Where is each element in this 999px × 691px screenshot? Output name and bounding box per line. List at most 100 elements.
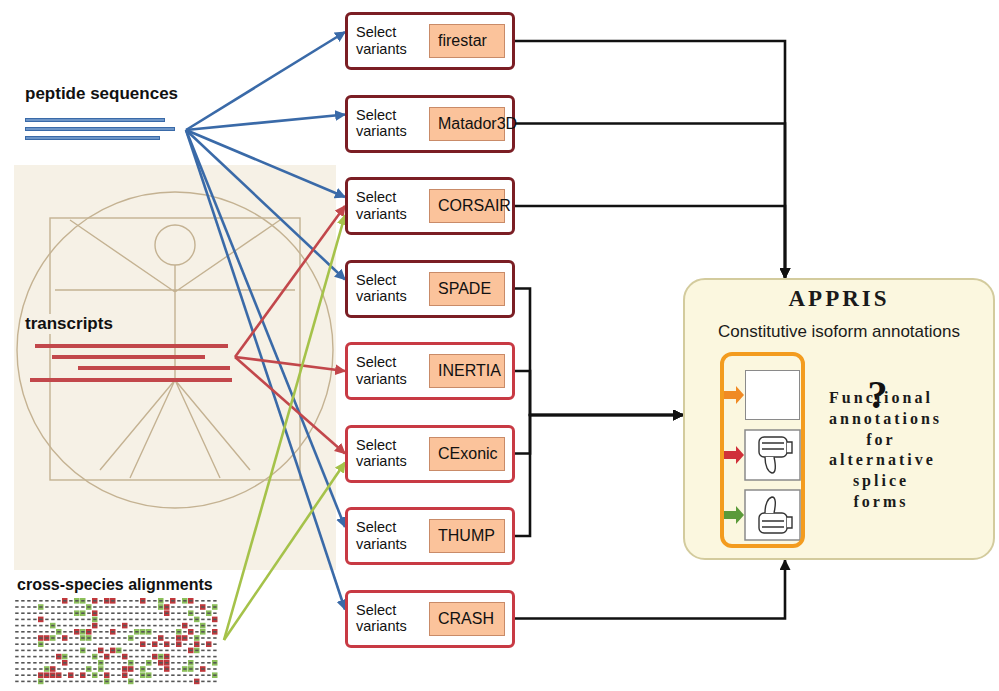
alignment-glyph bbox=[165, 637, 168, 639]
alignment-glyph bbox=[177, 681, 180, 683]
transcript-bar bbox=[78, 366, 230, 370]
alignment-cell bbox=[194, 648, 200, 654]
alignment-glyph bbox=[57, 662, 60, 664]
alignment-glyph bbox=[21, 612, 24, 614]
alignment-glyph bbox=[45, 650, 48, 652]
alignment-glyph bbox=[81, 668, 84, 670]
alignment-glyph bbox=[153, 631, 156, 633]
alignment-cell bbox=[194, 617, 200, 623]
alignment-cell bbox=[92, 617, 98, 623]
alignment-glyph bbox=[195, 650, 198, 652]
method-box: CORSAIR bbox=[429, 189, 505, 223]
alignment-cell bbox=[122, 672, 128, 678]
alignment-cell bbox=[194, 641, 200, 647]
alignment-cell bbox=[200, 629, 206, 635]
alignment-glyph bbox=[183, 625, 186, 627]
alignment-glyph bbox=[189, 662, 192, 664]
alignment-glyph bbox=[63, 668, 66, 670]
alignment-glyph bbox=[27, 674, 30, 676]
alignment-glyph bbox=[165, 650, 168, 652]
alignment-glyph bbox=[81, 662, 84, 664]
output-connector bbox=[515, 289, 683, 416]
alignment-cell bbox=[212, 617, 218, 623]
alignment-glyph bbox=[69, 600, 72, 602]
alignment-glyph bbox=[141, 612, 144, 614]
alignment-glyph bbox=[105, 643, 108, 645]
alignment-glyph bbox=[105, 606, 108, 608]
alignment-glyph bbox=[195, 600, 198, 602]
alignment-glyph bbox=[111, 625, 114, 627]
alignment-cell bbox=[182, 666, 188, 672]
alignment-glyph bbox=[39, 674, 42, 676]
alignment-glyph bbox=[129, 681, 132, 683]
alignment-glyph bbox=[33, 606, 36, 608]
alignment-glyph bbox=[105, 619, 108, 621]
alignment-glyph bbox=[159, 612, 162, 614]
alignment-glyph bbox=[69, 674, 72, 676]
alignment-glyph bbox=[213, 650, 216, 652]
alignment-glyph bbox=[93, 650, 96, 652]
alignment-glyph bbox=[153, 625, 156, 627]
alignment-glyph bbox=[39, 600, 42, 602]
alignment-glyph bbox=[27, 668, 30, 670]
alignment-glyph bbox=[171, 668, 174, 670]
alignment-glyph bbox=[117, 612, 120, 614]
alignment-glyph bbox=[33, 650, 36, 652]
alignment-glyph bbox=[81, 656, 84, 658]
alignment-cell bbox=[164, 660, 170, 666]
alignment-glyph bbox=[123, 619, 126, 621]
alignment-glyph bbox=[105, 600, 108, 602]
unknown-icon-box: ? bbox=[745, 370, 800, 420]
method-name: INERTIA bbox=[438, 362, 500, 380]
alignment-glyph bbox=[81, 637, 84, 639]
thumb bbox=[765, 497, 775, 513]
alignment-glyph bbox=[75, 656, 78, 658]
alignment-glyph bbox=[171, 612, 174, 614]
method-box: Matador3D bbox=[429, 107, 505, 141]
alignment-glyph bbox=[207, 625, 210, 627]
alignment-glyph bbox=[111, 643, 114, 645]
output-connector bbox=[515, 124, 785, 279]
alignment-glyph bbox=[207, 612, 210, 614]
alignment-cell bbox=[80, 598, 86, 604]
alignment-glyph bbox=[63, 637, 66, 639]
alignment-cell bbox=[200, 604, 206, 610]
alignment-glyph bbox=[147, 643, 150, 645]
alignment-glyph bbox=[27, 656, 30, 658]
alignment-cell bbox=[176, 641, 182, 647]
alignment-cell bbox=[56, 672, 62, 678]
alignment-glyph bbox=[165, 674, 168, 676]
alignment-glyph bbox=[171, 637, 174, 639]
alignment-glyph bbox=[153, 674, 156, 676]
transcript-bars bbox=[30, 346, 232, 380]
alignment-glyph bbox=[93, 631, 96, 633]
alignment-glyph bbox=[171, 606, 174, 608]
alignment-cell bbox=[62, 660, 68, 666]
alignment-glyph bbox=[75, 650, 78, 652]
alignment-glyph bbox=[27, 637, 30, 639]
alignment-cell bbox=[140, 672, 146, 678]
alignment-glyph bbox=[93, 637, 96, 639]
alignment-glyph bbox=[135, 643, 138, 645]
alignment-glyph bbox=[135, 631, 138, 633]
alignment-glyph bbox=[99, 606, 102, 608]
alignment-glyph bbox=[183, 612, 186, 614]
alignment-glyph bbox=[177, 643, 180, 645]
alignment-glyph bbox=[57, 637, 60, 639]
alignment-glyph bbox=[75, 600, 78, 602]
alignment-glyph bbox=[153, 643, 156, 645]
alignment-glyph bbox=[189, 625, 192, 627]
peptide-bar-highlight bbox=[26, 119, 164, 120]
alignment-glyph bbox=[99, 668, 102, 670]
alignment-cell bbox=[146, 672, 152, 678]
alignment-cell bbox=[38, 641, 44, 647]
input-arrow bbox=[186, 32, 345, 130]
alignment-glyph bbox=[123, 600, 126, 602]
alignment-glyph bbox=[99, 612, 102, 614]
alignment-cell bbox=[92, 672, 98, 678]
alignment-glyph bbox=[159, 668, 162, 670]
alignment-glyph bbox=[195, 662, 198, 664]
alignment-glyph bbox=[21, 662, 24, 664]
alignment-glyph bbox=[129, 643, 132, 645]
alignment-glyph bbox=[195, 643, 198, 645]
